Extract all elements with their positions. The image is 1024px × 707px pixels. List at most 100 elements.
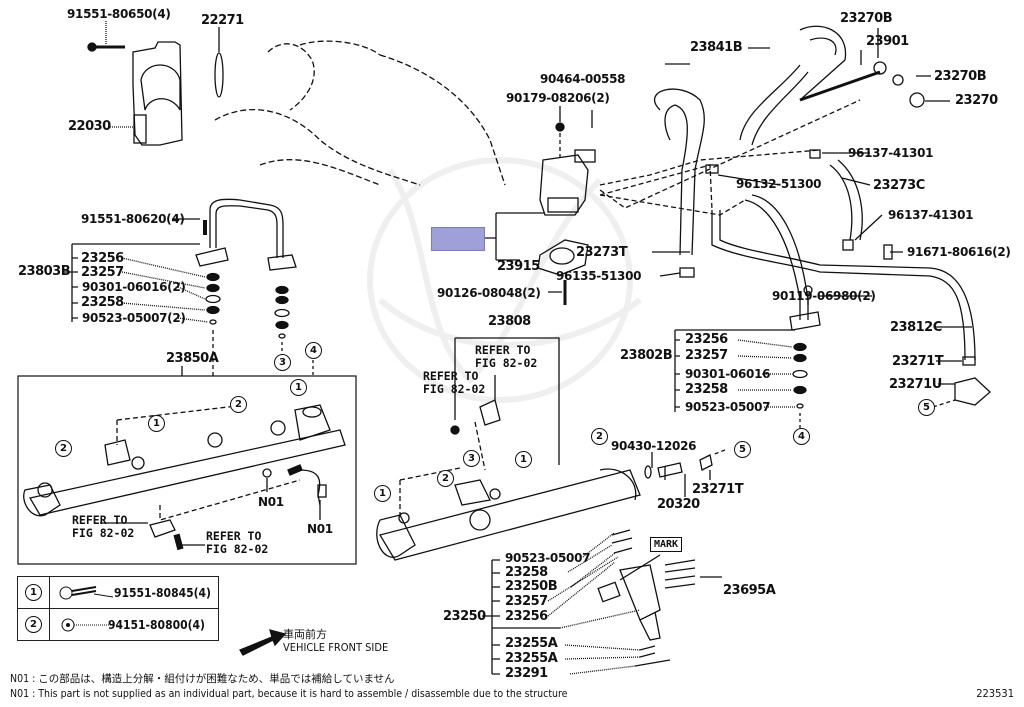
front-side-en: VEHICLE FRONT SIDE xyxy=(283,641,389,654)
part-label-96132-51300[interactable]: 96132-51300 xyxy=(736,177,822,191)
callout-3[interactable]: 3 xyxy=(274,354,291,371)
figure-number: 223531 xyxy=(976,687,1014,700)
part-label-96137-41301-top[interactable]: 96137-41301 xyxy=(848,146,934,160)
legend-callout-1: 1 xyxy=(25,584,42,601)
part-label-23256-injector[interactable]: 23256 xyxy=(505,609,548,624)
callout-2[interactable]: 2 xyxy=(591,428,608,445)
part-label-96135-51300[interactable]: 96135-51300 xyxy=(556,269,642,283)
part-label-90523-05007-left[interactable]: 90523-05007(2) xyxy=(82,311,186,325)
part-label-23257-right[interactable]: 23257 xyxy=(685,348,728,363)
callout-1[interactable]: 1 xyxy=(374,485,391,502)
part-label-90523-05007-right[interactable]: 90523-05007 xyxy=(685,400,771,414)
part-label-90119-06980[interactable]: 90119-06980(2) xyxy=(772,289,876,303)
part-label-23256-left[interactable]: 23256 xyxy=(81,251,124,266)
part-label-22030[interactable]: 22030 xyxy=(68,119,111,134)
part-label-23273C[interactable]: 23273C xyxy=(873,178,925,193)
part-label-90126-08048[interactable]: 90126-08048(2) xyxy=(437,286,541,300)
part-label-91551-80620[interactable]: 91551-80620(4) xyxy=(81,212,185,226)
callout-1[interactable]: 1 xyxy=(148,415,165,432)
part-label-23273T[interactable]: 23273T xyxy=(576,245,628,260)
washer-stack-right xyxy=(792,342,808,428)
refer-to-label-2: REFER TO xyxy=(206,529,262,543)
part-label-96137-41301-mid[interactable]: 96137-41301 xyxy=(888,208,974,222)
vehicle-front-side-note: 車両前方 VEHICLE FRONT SIDE xyxy=(283,628,388,654)
part-label-23257-injector[interactable]: 23257 xyxy=(505,594,548,609)
part-label-23812C[interactable]: 23812C xyxy=(890,320,942,335)
callout-2[interactable]: 2 xyxy=(55,440,72,457)
footnote-jp: N01 : この部品は、構造上分解・組付けが困難なため、単品では補給していません xyxy=(10,673,395,685)
legend-row: 1 91551-80845(4) xyxy=(18,577,218,608)
callout-1[interactable]: 1 xyxy=(515,451,532,468)
part-label-91551-80650[interactable]: 91551-80650(4) xyxy=(67,7,171,21)
fuel-pipe-23803B-drawing xyxy=(195,198,297,271)
note-ref-n01-a: N01 xyxy=(258,495,284,509)
part-label-23258-injector[interactable]: 23258 xyxy=(505,565,548,580)
part-label-23270[interactable]: 23270 xyxy=(955,93,998,108)
part-label-90430-12026[interactable]: 90430-12026 xyxy=(611,439,697,453)
part-label-23258-left[interactable]: 23258 xyxy=(81,295,124,310)
gasket-22271-drawing xyxy=(214,52,224,98)
part-label-20320[interactable]: 20320 xyxy=(657,497,700,512)
part-label-23803B[interactable]: 23803B xyxy=(18,264,71,279)
hose-23273C-drawing xyxy=(829,159,863,241)
part-label-23255A-2[interactable]: 23255A xyxy=(505,651,558,666)
part-label-22271[interactable]: 22271 xyxy=(201,13,244,28)
callout-2[interactable]: 2 xyxy=(230,396,247,413)
injector-drawing xyxy=(597,529,696,667)
highlighted-part-label[interactable] xyxy=(431,227,485,251)
callout-2[interactable]: 2 xyxy=(437,470,454,487)
gasket-23915-drawing xyxy=(537,239,589,276)
watermark-logo xyxy=(367,157,642,403)
callout-4[interactable]: 4 xyxy=(305,342,322,359)
valve-assembly-drawing xyxy=(539,122,596,216)
fastener-legend-table: 1 91551-80845(4) 2 94151-80800(4) xyxy=(17,576,219,641)
part-label-23291[interactable]: 23291 xyxy=(505,666,548,681)
fig-ref-link-4[interactable]: FIG 82-02 xyxy=(423,382,486,396)
part-label-23250[interactable]: 23250 xyxy=(443,609,486,624)
part-label-23802B[interactable]: 23802B xyxy=(620,348,673,363)
part-label-23255A-1[interactable]: 23255A xyxy=(505,636,558,651)
part-label-90523-05007-injector[interactable]: 90523-05007 xyxy=(505,551,591,565)
part-label-23850A[interactable]: 23850A xyxy=(166,351,219,366)
legend-callout-2: 2 xyxy=(25,616,42,633)
pipe-23802B-drawing xyxy=(744,194,809,320)
note-ref-n01-b: N01 xyxy=(307,522,333,536)
part-label-23901[interactable]: 23901 xyxy=(866,34,909,49)
callout-5[interactable]: 5 xyxy=(734,441,751,458)
washer-stack-left xyxy=(205,272,314,376)
part-label-90301-06016-right[interactable]: 90301-06016 xyxy=(685,367,771,381)
part-label-23915[interactable]: 23915 xyxy=(497,259,540,274)
callout-3[interactable]: 3 xyxy=(463,450,480,467)
callout-5[interactable]: 5 xyxy=(918,399,935,416)
part-label-23271U[interactable]: 23271U xyxy=(889,377,942,392)
part-label-23258-right[interactable]: 23258 xyxy=(685,382,728,397)
part-label-23271T-right[interactable]: 23271T xyxy=(892,354,944,369)
fig-ref-link-1[interactable]: FIG 82-02 xyxy=(72,526,135,540)
pipe-23812C-drawing xyxy=(711,210,976,361)
part-label-90464-00558[interactable]: 90464-00558 xyxy=(540,72,626,86)
part-label-23270B-mid[interactable]: 23270B xyxy=(934,69,987,84)
part-label-90179-08206[interactable]: 90179-08206(2) xyxy=(506,91,610,105)
rail-23850A-box xyxy=(17,375,357,565)
callout-1[interactable]: 1 xyxy=(290,379,307,396)
part-label-23270B-top[interactable]: 23270B xyxy=(840,11,893,26)
part-label-23841B[interactable]: 23841B xyxy=(690,40,743,55)
fig-ref-link-2[interactable]: FIG 82-02 xyxy=(206,542,269,556)
intake-manifold-outline xyxy=(214,40,506,186)
part-label-91671-80616[interactable]: 91671-80616(2) xyxy=(907,245,1011,259)
legend-part-number[interactable]: 91551-80845(4) xyxy=(114,586,211,600)
part-label-23808[interactable]: 23808 xyxy=(488,314,531,329)
legend-row: 2 94151-80800(4) xyxy=(18,608,218,640)
part-label-23695A[interactable]: 23695A xyxy=(723,583,776,598)
part-label-23257-left[interactable]: 23257 xyxy=(81,265,124,280)
bolt-91551-80650-drawing xyxy=(87,42,125,52)
legend-part-number[interactable]: 94151-80800(4) xyxy=(108,618,205,632)
part-label-23250B[interactable]: 23250B xyxy=(505,579,558,594)
part-label-90301-06016-left[interactable]: 90301-06016(2) xyxy=(82,280,186,294)
fig-ref-link-3[interactable]: FIG 82-02 xyxy=(475,356,538,370)
part-label-23271T-low[interactable]: 23271T xyxy=(692,482,744,497)
hose-23273T-drawing xyxy=(653,88,705,256)
part-label-23256-right[interactable]: 23256 xyxy=(685,332,728,347)
callout-4[interactable]: 4 xyxy=(793,428,810,445)
